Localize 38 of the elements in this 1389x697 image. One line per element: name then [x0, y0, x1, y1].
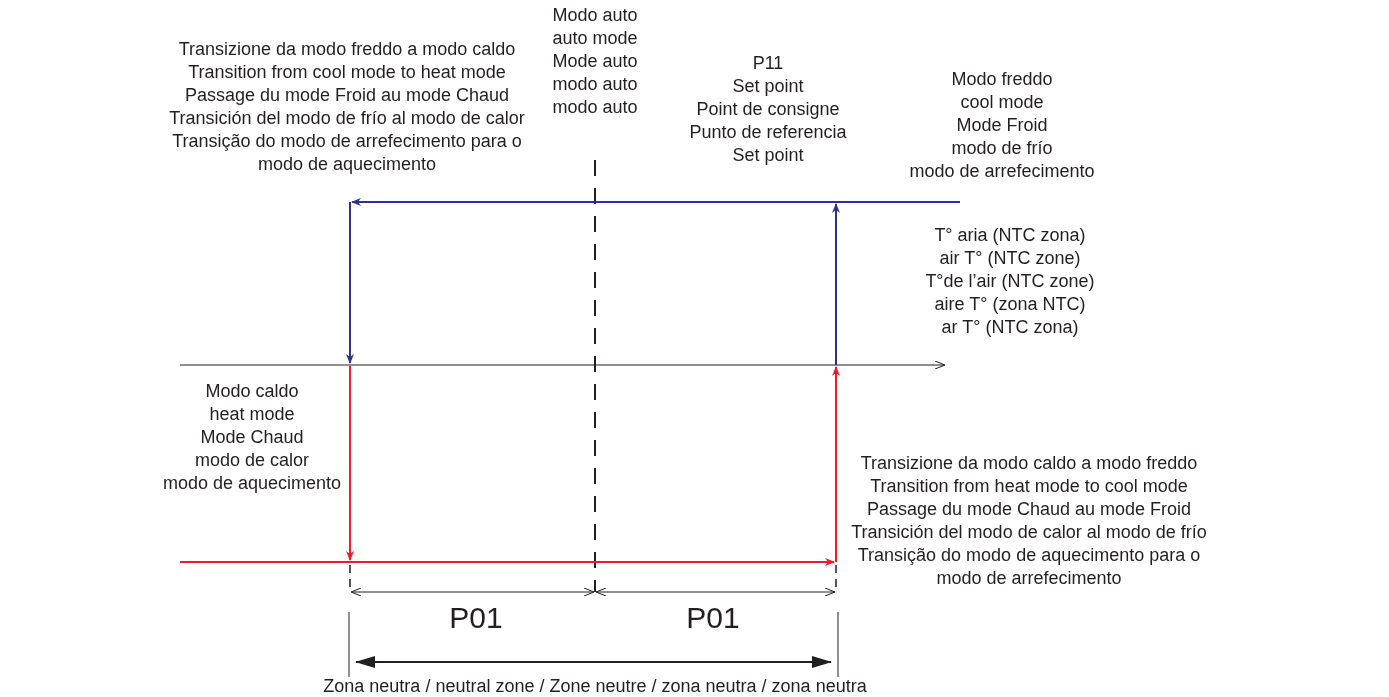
mode-label: Mode Froid: [956, 114, 1048, 137]
axis-label: aire T° (zona NTC): [934, 293, 1086, 316]
parameter-label: P01: [449, 600, 503, 636]
axis-label: ar T° (NTC zona): [941, 316, 1079, 339]
mode-label: modo de aquecimento: [162, 472, 342, 495]
mode-label: cool mode: [960, 91, 1044, 114]
setpoint-label: Punto de referencia: [689, 121, 847, 144]
setpoint-label: Set point: [732, 75, 804, 98]
transition-label: Transition from heat mode to cool mode: [870, 475, 1188, 498]
transition-label: Transição do modo de aquecimento para o modo de arrefecimento: [856, 544, 1202, 590]
mode-label: heat mode: [209, 403, 295, 426]
mode-label: modo auto: [552, 96, 638, 119]
transition-label: Transition from cool mode to heat mode: [188, 61, 506, 84]
setpoint-label: Point de consigne: [696, 98, 840, 121]
mode-label: Modo auto: [552, 4, 638, 27]
mode-label: modo de calor: [194, 449, 310, 472]
axis-label: T°de l’air (NTC zone): [925, 270, 1095, 293]
mode-label: modo de frío: [951, 137, 1053, 160]
mode-label: modo auto: [552, 73, 638, 96]
axis-label: air T° (NTC zone): [939, 247, 1081, 270]
zone-label: Zona neutra / neutral zone / Zone neutre / zona neutra / zona neutra: [323, 675, 867, 697]
mode-label: modo de arrefecimento: [909, 160, 1095, 183]
transition-label: Transizione da modo caldo a modo freddo: [860, 452, 1198, 475]
mode-label: Mode auto: [552, 50, 638, 73]
transition-label: Transición del modo de frío al modo de calor: [169, 107, 525, 130]
mode-label: auto mode: [552, 27, 638, 50]
setpoint-label: P11: [752, 52, 784, 75]
mode-label: Mode Chaud: [200, 426, 304, 449]
mode-label: Modo freddo: [951, 68, 1053, 91]
transition-label: Passage du mode Chaud au mode Froid: [866, 498, 1192, 521]
transition-label: Transizione da modo freddo a modo caldo: [178, 38, 516, 61]
transition-label: Transición del modo de calor al modo de frío: [851, 521, 1207, 544]
parameter-label: P01: [686, 600, 740, 636]
transition-label: Transição do modo de arrefecimento para o modo de aquecimento: [171, 130, 523, 176]
transition-label: Passage du mode Froid au mode Chaud: [184, 84, 510, 107]
axis-label: T° aria (NTC zona): [934, 224, 1086, 247]
setpoint-label: Set point: [732, 144, 804, 167]
mode-label: Modo caldo: [205, 380, 299, 403]
